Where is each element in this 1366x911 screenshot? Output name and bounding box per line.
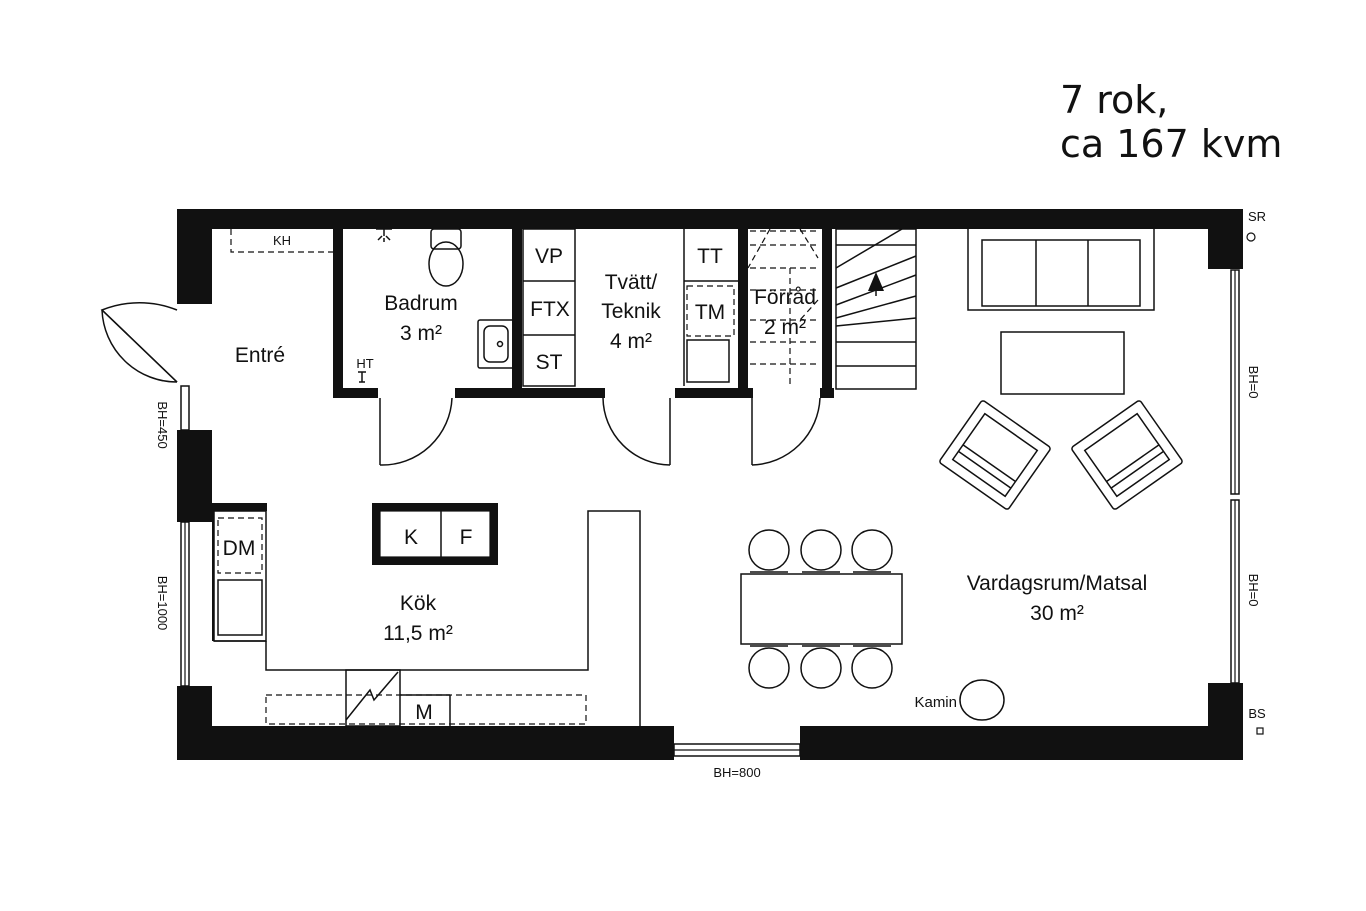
room-tvatt-area: 4 m²: [610, 330, 652, 353]
room-forrad-area: 2 m²: [764, 316, 806, 339]
fixture-ftx: FTX: [530, 298, 570, 321]
window-right-top-label: BH=0: [1246, 366, 1261, 399]
window-right-bottom-label: BH=0: [1246, 574, 1261, 607]
fixture-vp: VP: [535, 245, 563, 268]
fixture-kamin: Kamin: [914, 694, 957, 711]
room-kok-name: Kök: [400, 592, 437, 615]
dining-table: [740, 573, 903, 645]
window-left-top-label: BH=450: [155, 401, 170, 448]
entry-door[interactable]: [100, 301, 178, 383]
room-badrum-area: 3 m²: [400, 322, 442, 345]
laundry-boxes: [522, 228, 738, 387]
armchair-left: [939, 400, 1051, 510]
fixture-m: M: [415, 701, 433, 724]
window-left-bottom-label: BH=1000: [155, 576, 170, 631]
plan-heading: 7 rok, ca 167 kvm: [1060, 78, 1282, 166]
stairs: [747, 228, 917, 390]
window-bottom-label: BH=800: [713, 765, 760, 780]
interior-walls: [212, 227, 834, 641]
fixture-kh: KH: [273, 233, 291, 248]
room-badrum-name: Badrum: [384, 292, 458, 315]
coat-hanger: [230, 229, 333, 253]
room-entre-name: Entré: [235, 344, 285, 367]
room-tvatt-name2: Teknik: [601, 300, 661, 323]
dining-chairs: [748, 529, 893, 689]
fixture-sr: SR: [1248, 209, 1266, 224]
room-vardagsrum-area: 30 m²: [1030, 602, 1084, 625]
heading-area: ca 167 kvm: [1060, 122, 1283, 166]
armchair-right: [1071, 400, 1183, 510]
room-kok-area: 11,5 m²: [383, 622, 453, 645]
fixture-tt: TT: [697, 245, 723, 268]
sofa: [967, 227, 1155, 311]
fixture-dm: DM: [223, 537, 256, 560]
windows: [180, 269, 1240, 757]
fixture-bs: BS: [1248, 706, 1266, 721]
room-vardagsrum-name: Vardagsrum/Matsal: [967, 572, 1148, 595]
fireplace: [959, 679, 1005, 721]
symbols: [1246, 232, 1264, 735]
fixture-f: F: [460, 526, 473, 549]
coffee-table: [1000, 331, 1125, 395]
room-tvatt-name1: Tvätt/: [605, 271, 658, 294]
interior-doors[interactable]: [379, 397, 821, 466]
fixture-k: K: [404, 526, 418, 549]
room-forrad-name: Förråd: [754, 286, 816, 309]
exterior-walls: [177, 209, 1243, 760]
fixture-tm: TM: [695, 301, 725, 324]
fixture-ht: HT: [356, 356, 373, 371]
kitchen-counters: [213, 503, 641, 727]
heading-rooms: 7 rok,: [1060, 78, 1169, 122]
fixture-st: ST: [536, 351, 563, 374]
bathroom-fixtures: [358, 228, 515, 383]
